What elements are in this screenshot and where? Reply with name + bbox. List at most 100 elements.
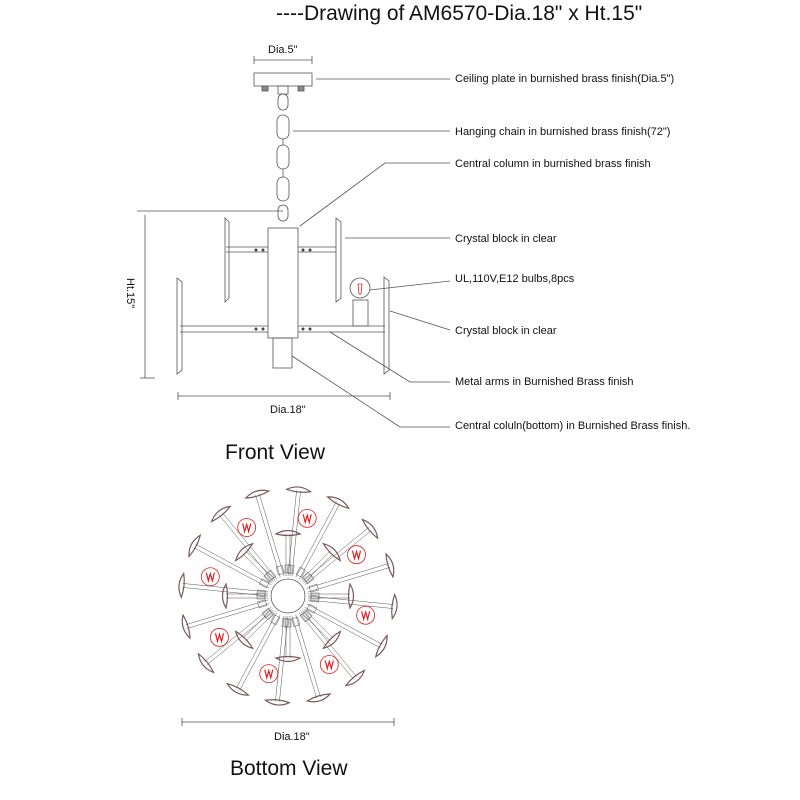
callout-crystal-lower: Crystal block in clear (455, 325, 557, 337)
bulb (210, 627, 229, 647)
arm (259, 493, 285, 577)
bulb-filament (214, 632, 225, 644)
arm-bracket (306, 603, 318, 614)
bulb-filament (351, 549, 362, 562)
arm-bracket (284, 564, 292, 574)
arm-bracket (257, 599, 268, 609)
outer-crystal (210, 505, 232, 523)
arm (306, 603, 383, 645)
dim-top-label: Dia.5" (268, 44, 298, 56)
outer-crystal (181, 613, 191, 640)
outer-crystal (374, 634, 388, 658)
arm (298, 612, 354, 680)
arm-bracket (295, 566, 306, 578)
callout-metal-arms: Metal arms in Burnished Brass finish (455, 376, 634, 388)
arm (308, 595, 394, 605)
arm-bracket (263, 571, 275, 583)
callout-ceiling-plate: Ceiling plate in burnished brass finish(… (455, 73, 675, 85)
arm (302, 610, 357, 677)
bulb-filament (264, 668, 274, 680)
bottom-dim-label: Dia.18" (274, 731, 310, 743)
arm (303, 553, 334, 584)
front-view-drawing (137, 56, 451, 428)
arm (295, 614, 321, 697)
outer-crystal (391, 593, 398, 621)
bulb-filament (361, 610, 371, 622)
inner-crystal (274, 529, 302, 537)
callout-central-column: Central column in burnished brass finish (455, 158, 651, 170)
inner-crystal (234, 630, 254, 650)
arm-bracket (275, 565, 285, 576)
arm-bracket (301, 571, 313, 583)
central-column (267, 227, 299, 339)
bulb (347, 545, 366, 565)
arm-bracket (263, 609, 275, 621)
inner-crystal (322, 542, 342, 562)
arm (193, 547, 270, 589)
arm-bracket (310, 592, 320, 600)
bulb (356, 605, 376, 625)
bottom-dimension (181, 718, 395, 726)
outer-crystal (188, 534, 202, 558)
drawing-title: ----Drawing of AM6570-Dia.18" x Ht.15" (276, 2, 643, 25)
bulb (297, 508, 317, 528)
arm (242, 608, 273, 639)
bulb (237, 518, 257, 537)
arm (187, 603, 270, 629)
bulb (200, 567, 220, 587)
arm (304, 530, 372, 586)
central-column-bottom (272, 337, 293, 369)
arm-bracket (270, 614, 281, 626)
arm (255, 495, 281, 578)
outer-crystal (344, 669, 366, 687)
arm (307, 599, 394, 609)
arm (245, 550, 276, 581)
arm (222, 512, 278, 580)
arm (307, 567, 391, 593)
outer-crystal (226, 682, 250, 696)
ceiling-plate (253, 72, 313, 87)
arm (245, 611, 276, 642)
callout-bulbs: UL,110V,E12 bulbs,8pcs (455, 273, 575, 285)
bulb-filament (302, 513, 312, 525)
dim-width-label: Dia.18" (270, 404, 306, 416)
arm-bracket (258, 578, 270, 589)
outer-crystal (361, 518, 379, 540)
center-hub (270, 578, 306, 614)
arm (303, 608, 334, 639)
outer-crystal (305, 693, 332, 703)
callout-hanging-chain: Hanging chain in burnished brass finish(… (455, 126, 671, 138)
bottom-view-label: Bottom View (230, 757, 348, 780)
outer-crystal (385, 552, 395, 579)
arm (291, 615, 317, 699)
arm-bracket (308, 583, 319, 593)
inner-crystal (322, 630, 342, 650)
arm (287, 490, 297, 576)
arm (242, 553, 273, 584)
arm (275, 615, 285, 702)
front-view-label: Front View (225, 441, 325, 464)
arm (302, 527, 369, 582)
arm (295, 501, 337, 578)
arm (300, 611, 331, 642)
outer-crystal (197, 652, 215, 674)
arm (185, 599, 269, 625)
outer-crystal (263, 699, 291, 706)
bottom-view-drawing (178, 486, 398, 706)
inner-crystal (274, 655, 302, 663)
arm-bracket (256, 592, 266, 600)
bulb (259, 664, 279, 684)
callout-column-bottom: Central coluln(bottom) in Burnished Bras… (455, 420, 691, 432)
arm (204, 606, 272, 662)
inner-crystal (234, 542, 254, 562)
bulb-filament (324, 659, 334, 671)
outer-crystal (326, 496, 350, 510)
bulb-filament (205, 571, 215, 584)
arm (299, 503, 341, 580)
arm (291, 490, 301, 577)
outer-crystal (178, 571, 185, 599)
arm-bracket (291, 616, 301, 627)
callout-crystal-upper: Crystal block in clear (455, 233, 557, 245)
arm (235, 612, 277, 689)
